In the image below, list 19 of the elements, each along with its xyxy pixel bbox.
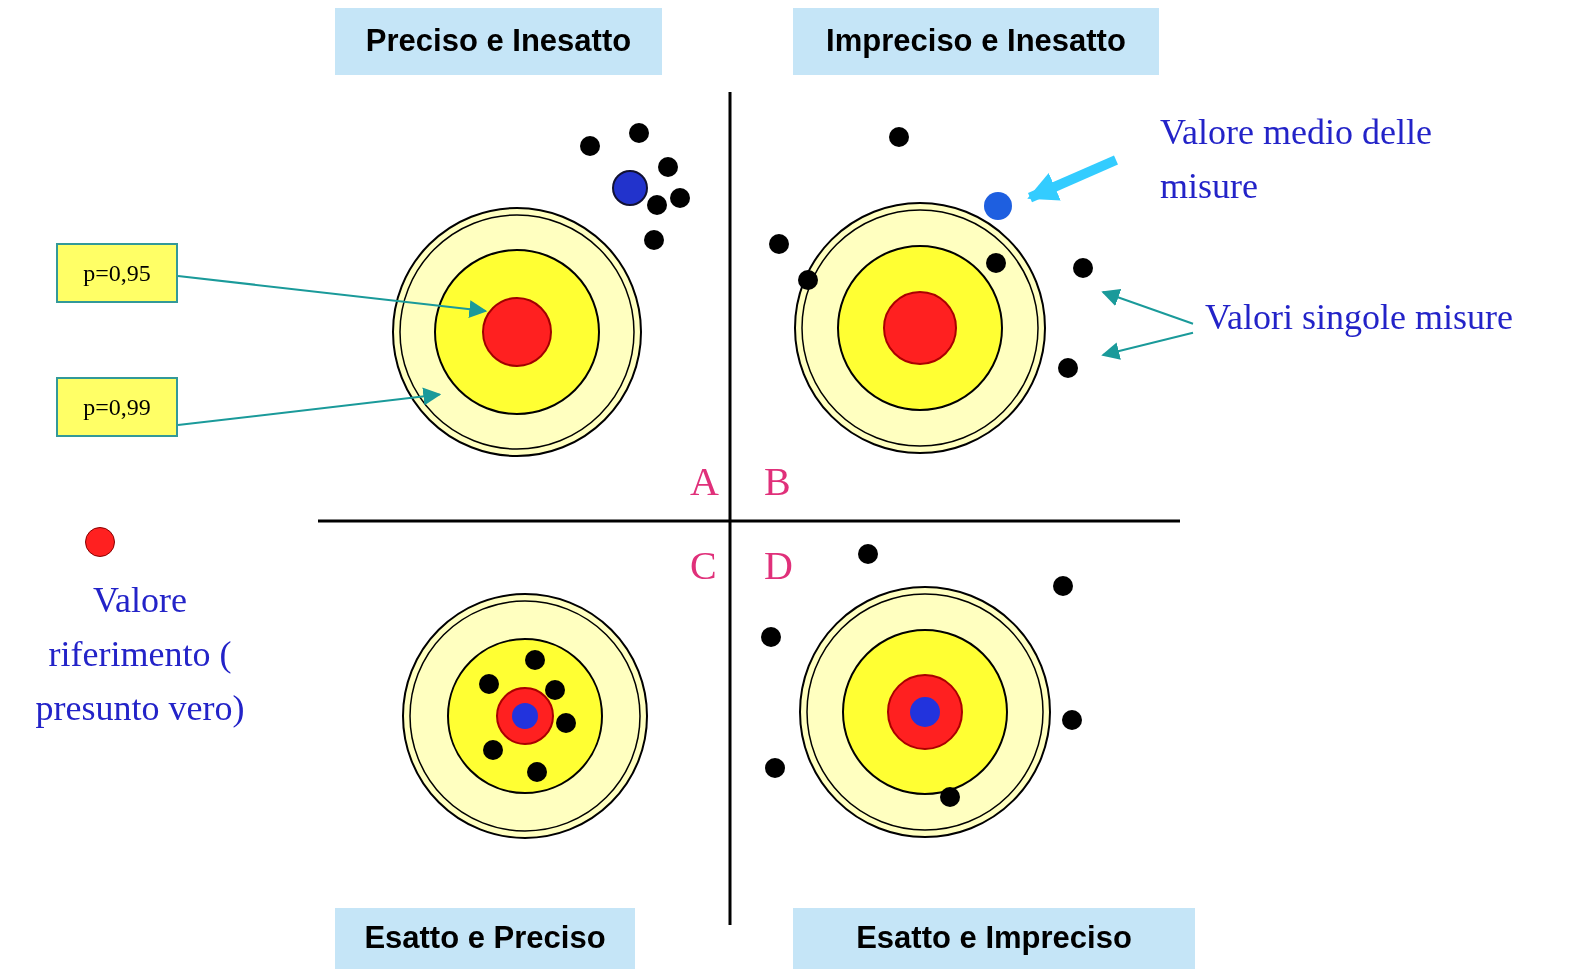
annotation-text: Valori singole misure — [1205, 290, 1570, 335]
title-box: Preciso e Inesatto — [335, 8, 662, 75]
quadrant-letter: A — [690, 462, 719, 502]
quadrant-letter: B — [764, 462, 791, 502]
probability-box: p=0,95 — [56, 243, 178, 303]
title-box: Impreciso e Inesatto — [793, 8, 1159, 75]
title-box: Esatto e Impreciso — [793, 908, 1195, 969]
legend-text: Valore riferimento ( presunto vero) — [34, 579, 246, 730]
arrow — [1101, 288, 1194, 325]
quadrant-letter: D — [764, 546, 793, 586]
arrow — [1027, 155, 1118, 203]
quadrant-letter: C — [690, 546, 717, 586]
arrow — [177, 275, 488, 319]
target-circle — [392, 207, 642, 457]
arrow — [177, 387, 442, 426]
arrow — [1101, 331, 1194, 360]
probability-box: p=0,99 — [56, 377, 178, 437]
title-box: Esatto e Preciso — [335, 908, 635, 969]
annotation-text: Valore medio delle misure — [1160, 105, 1490, 205]
